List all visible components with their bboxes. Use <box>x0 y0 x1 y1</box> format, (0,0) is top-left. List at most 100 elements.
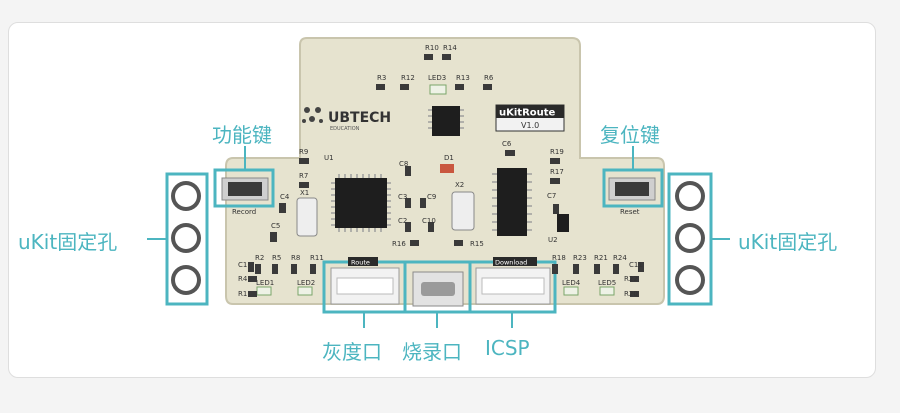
smd-part-3 <box>400 84 409 90</box>
smd-part-30 <box>594 264 600 274</box>
designator-r11: R11 <box>310 254 324 262</box>
designator-c3: C3 <box>398 193 407 201</box>
usb-port <box>412 271 464 307</box>
crystal-x2 <box>451 191 475 231</box>
diode-d1 <box>440 164 454 173</box>
designator-r13: R13 <box>456 74 470 82</box>
designator-r5: R5 <box>272 254 281 262</box>
designator-led1: LED1 <box>256 279 274 287</box>
smd-part-19 <box>550 178 560 184</box>
route-connector-label-plate <box>348 257 378 266</box>
smd-part-21 <box>248 262 254 272</box>
smd-part-8 <box>279 203 286 213</box>
u2-chip <box>557 214 569 232</box>
designator-r18: R18 <box>552 254 566 262</box>
designator-r16: R16 <box>392 240 406 248</box>
designator-r14: R14 <box>443 44 457 52</box>
smd-part-23 <box>248 291 257 297</box>
smd-part-16 <box>454 240 463 246</box>
smd-part-25 <box>272 264 278 274</box>
designator-c2: C2 <box>398 217 407 225</box>
record-button <box>221 177 269 201</box>
reset-button-label: Reset <box>620 208 640 216</box>
smd-part-15 <box>410 240 419 246</box>
designator-r12: R12 <box>401 74 415 82</box>
designator-r15: R15 <box>470 240 484 248</box>
route-connector <box>330 267 400 305</box>
smd-part-11 <box>405 198 411 208</box>
designator-r6: R6 <box>484 74 494 82</box>
designator-r9: R9 <box>299 148 308 156</box>
smd-part-2 <box>376 84 385 90</box>
designator-c7: C7 <box>547 192 556 200</box>
designator-r23: R23 <box>573 254 587 262</box>
smd-part-32 <box>638 262 644 272</box>
smd-part-12 <box>420 198 426 208</box>
designator-r21: R21 <box>594 254 608 262</box>
product-version: V1.0 <box>521 121 539 130</box>
mount-holes-right <box>675 181 705 295</box>
designator-led3: LED3 <box>428 74 446 82</box>
designator-led2: LED2 <box>297 279 315 287</box>
smd-part-29 <box>573 264 579 274</box>
designator-x2: X2 <box>455 181 464 189</box>
smd-part-31 <box>613 264 619 274</box>
smd-part-17 <box>505 150 515 156</box>
brand-name: UBTECH <box>328 110 391 126</box>
designator-r24: R24 <box>613 254 627 262</box>
designator-c1: C1 <box>238 261 247 269</box>
smd-part-28 <box>552 264 558 274</box>
designator-c9: C9 <box>427 193 436 201</box>
smd-part-18 <box>550 158 560 164</box>
download-connector <box>475 267 551 305</box>
smd-part-24 <box>255 264 261 274</box>
download-connector-label-plate <box>493 257 537 266</box>
ubtech-logo-icon <box>302 107 323 123</box>
designator-c4: C4 <box>280 193 290 201</box>
designator-r8: R8 <box>291 254 300 262</box>
designator-d1: D1 <box>444 154 454 162</box>
callout-mount-left: uKit固定孔 <box>18 230 118 254</box>
product-name: uKitRoute <box>499 108 556 119</box>
smd-part-9 <box>270 232 277 242</box>
mcu-chip <box>331 174 391 232</box>
route-connector-label: Route <box>351 259 370 267</box>
designator-r20: R20 <box>624 290 638 298</box>
mount-holes-left <box>171 181 201 295</box>
designator-u1: U1 <box>324 154 334 162</box>
smd-part-34 <box>630 291 639 297</box>
smd-part-4 <box>455 84 464 90</box>
callout-icsp: ICSP <box>485 336 530 360</box>
smd-part-27 <box>310 264 316 274</box>
smd-part-33 <box>630 276 639 282</box>
crystal-x1 <box>296 197 318 237</box>
smd-part-1 <box>442 54 451 60</box>
designator-c8: C8 <box>399 160 408 168</box>
designator-c6: C6 <box>502 140 512 148</box>
designator-r19: R19 <box>550 148 564 156</box>
designator-r7: R7 <box>299 172 308 180</box>
designator-r17: R17 <box>550 168 564 176</box>
callout-mount-right: uKit固定孔 <box>738 230 838 254</box>
designator-c10: C10 <box>422 217 436 225</box>
smd-part-6 <box>299 158 309 164</box>
smd-components <box>248 54 644 297</box>
smd-part-14 <box>428 222 434 232</box>
soic-chip <box>492 168 532 236</box>
smd-part-26 <box>291 264 297 274</box>
designator-r4: R4 <box>238 275 248 283</box>
callout-function-key: 功能键 <box>212 123 272 147</box>
smd-part-20 <box>553 204 559 214</box>
brand-subtitle: EDUCATION <box>330 126 360 132</box>
smd-part-13 <box>405 222 411 232</box>
smd-part-5 <box>483 84 492 90</box>
designator-r3: R3 <box>377 74 386 82</box>
callout-burn-port: 烧录口 <box>402 340 462 364</box>
reset-button <box>608 177 656 201</box>
designator-r10: R10 <box>425 44 439 52</box>
designator-c11: C11 <box>629 261 643 269</box>
smd-part-7 <box>299 182 309 188</box>
